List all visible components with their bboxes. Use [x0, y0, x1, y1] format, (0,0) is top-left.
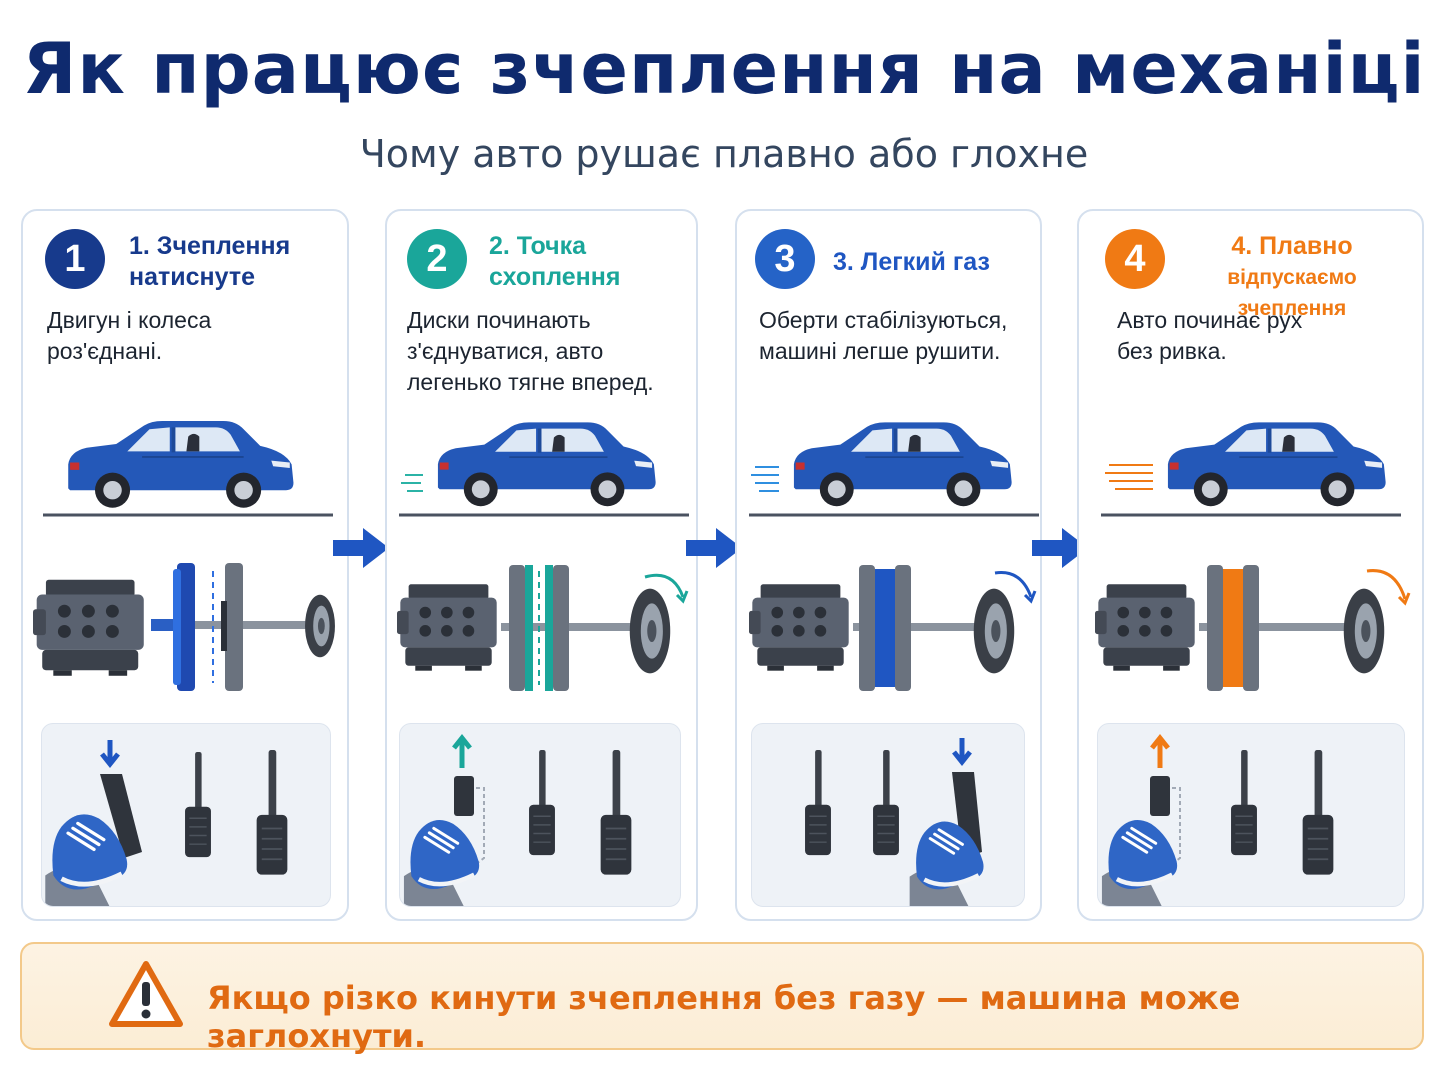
page-title: Як працює зчеплення на механіці [22, 28, 1426, 110]
pedals-illustration [400, 733, 633, 906]
step-number-badge: 2 [407, 229, 467, 289]
warning-banner: Якщо різко кинути зчеплення без газу — м… [20, 942, 1424, 1055]
step-desc-line2: без ривка. [1117, 338, 1227, 364]
clutch-diagram [1095, 565, 1411, 691]
flow-arrow-icon [333, 528, 389, 568]
warning-triangle-icon [109, 961, 183, 1027]
step-desc-line3: легенько тягне вперед. [407, 369, 654, 395]
step-title-line1: 3. Легкий газ [833, 248, 990, 276]
step-description: Диски починають з'єднуватися, авто леген… [407, 305, 696, 398]
step-description: Авто починає рух без ривка. [1117, 305, 1407, 367]
step-title-line1: 1. Зчеплення [129, 232, 291, 260]
step-desc-line1: Двигун і колеса [47, 307, 212, 333]
step-desc-line1: Авто починає рух [1117, 307, 1303, 333]
step-title: 1. Зчеплення натиснуте [129, 231, 290, 293]
step-title-line2: відпускаємо зчеплення [1227, 266, 1357, 320]
pedals-illustration [804, 738, 1024, 906]
step-title-line2: схоплення [489, 263, 621, 291]
step-card-2: 2 2. Точка схоплення Диски починають з'є… [385, 209, 698, 921]
step-description: Оберти стабілізуються, машині легше руши… [759, 305, 1040, 367]
car-illustration [749, 421, 1039, 517]
clutch-diagram [397, 565, 689, 691]
car-illustration [43, 420, 333, 517]
step-desc-line2: роз'єднані. [47, 338, 163, 364]
step-number-badge: 4 [1105, 229, 1165, 289]
flow-arrow-icon [686, 528, 742, 568]
car-illustration [1101, 421, 1401, 517]
step-title: 2. Точка схоплення [489, 231, 620, 293]
step-title-line1: 4. Плавно [1231, 232, 1353, 260]
step-description: Двигун і колеса роз'єднані. [47, 305, 337, 367]
pedals-illustration [1098, 733, 1335, 906]
step-title: 4. Плавно відпускаємо зчеплення [1179, 231, 1405, 324]
car-illustration [399, 421, 689, 517]
pedal-panel [399, 723, 681, 907]
step-title-line2: натиснуте [129, 263, 255, 291]
step-desc-line1: Оберти стабілізуються, [759, 307, 1008, 333]
flow-arrow-icon [1032, 528, 1088, 568]
step-card-1: 1 1. Зчеплення натиснуте Двигун і колеса… [21, 209, 349, 921]
step-desc-line1: Диски починають [407, 307, 591, 333]
clutch-diagram [33, 563, 335, 691]
step-number-badge: 1 [45, 229, 105, 289]
clutch-diagram [749, 565, 1037, 691]
warning-text: Якщо різко кинути зчеплення без газу — м… [207, 979, 1241, 1055]
pedal-panel [41, 723, 331, 907]
step-card-4: 4 4. Плавно відпускаємо зчеплення Авто п… [1077, 209, 1424, 921]
step-number-badge: 3 [755, 229, 815, 289]
step-card-3: 3 3. Легкий газ Оберти стабілізуються, м… [735, 209, 1042, 921]
pedal-panel [1097, 723, 1405, 907]
pedals-illustration [42, 740, 289, 906]
pedal-panel [751, 723, 1025, 907]
step-desc-line2: машині легше рушити. [759, 338, 1001, 364]
step-title-line1: 2. Точка [489, 232, 587, 260]
step-desc-line2: з'єднуватися, авто [407, 338, 604, 364]
step-title: 3. Легкий газ [833, 247, 990, 278]
page-subtitle: Чому авто рушає плавно або глохне [359, 132, 1089, 176]
